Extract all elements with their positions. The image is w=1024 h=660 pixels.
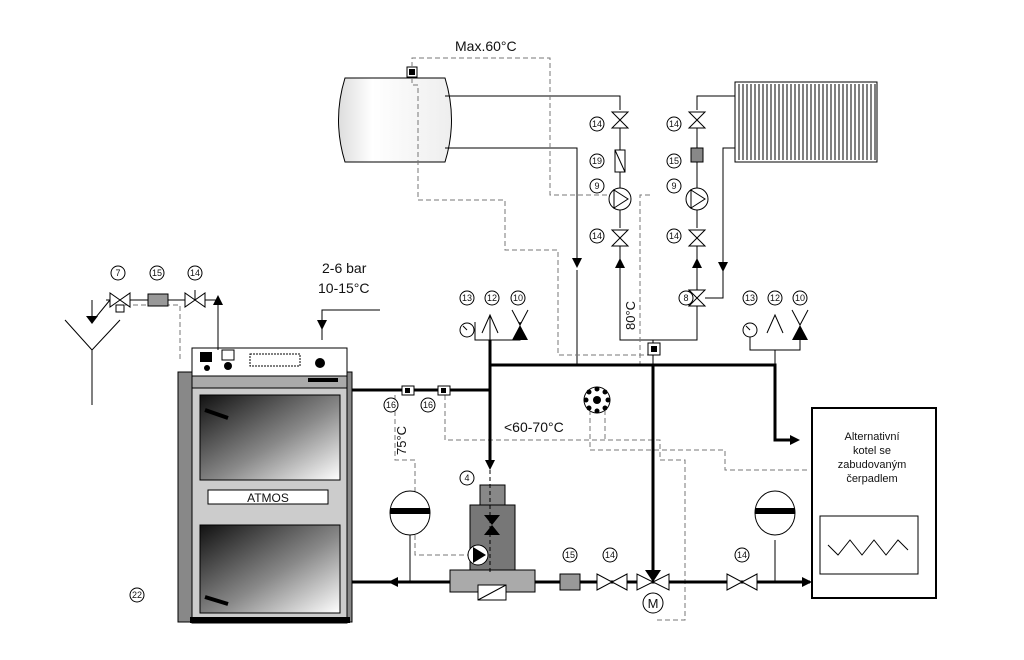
marker-12-a: 12 xyxy=(484,290,500,306)
svg-text:14: 14 xyxy=(669,231,679,241)
marker-16-b: 16 xyxy=(420,397,436,413)
svg-text:9: 9 xyxy=(594,181,599,191)
boiler-brand: ATMOS xyxy=(247,491,289,505)
svg-text:16: 16 xyxy=(386,400,396,410)
component-markers: 7 15 14 14 19 9 14 14 15 9 14 8 13 12 10… xyxy=(110,116,808,603)
svg-text:15: 15 xyxy=(152,268,162,278)
marker-7: 7 xyxy=(110,265,126,281)
tank-pipes xyxy=(445,95,735,365)
svg-text:14: 14 xyxy=(190,268,200,278)
svg-text:10: 10 xyxy=(795,293,805,303)
expansion-vessel-left xyxy=(389,490,431,536)
svg-text:12: 12 xyxy=(770,293,780,303)
svg-text:15: 15 xyxy=(669,156,679,166)
svg-text:8: 8 xyxy=(683,293,688,303)
radiator xyxy=(734,81,878,163)
expansion-pipes xyxy=(409,322,801,582)
svg-text:9: 9 xyxy=(671,181,676,191)
alt-boiler-text-2: kotel se xyxy=(853,445,891,457)
marker-15-top: 15 xyxy=(666,153,682,169)
marker-14-top-a: 14 xyxy=(589,116,605,132)
marker-8: 8 xyxy=(678,290,694,306)
marker-9-b: 9 xyxy=(666,178,682,194)
bottom-components xyxy=(559,570,758,614)
marker-19: 19 xyxy=(589,153,605,169)
temp-80-label: 80°C xyxy=(623,301,638,330)
marker-15-left: 15 xyxy=(149,265,165,281)
svg-text:14: 14 xyxy=(605,550,615,560)
svg-text:16: 16 xyxy=(423,400,433,410)
svg-text:12: 12 xyxy=(487,293,497,303)
marker-10-a: 10 xyxy=(510,290,526,306)
alt-boiler-text-4: čerpadlem xyxy=(846,473,897,485)
marker-22: 22 xyxy=(129,587,145,603)
alt-boiler-text-3: zabudovaným xyxy=(838,459,907,471)
main-pipes xyxy=(352,340,810,584)
pressure-label: 2-6 bar xyxy=(322,260,367,276)
marker-15-bottom: 15 xyxy=(562,547,578,563)
drain-arrow xyxy=(86,316,98,324)
inlet-temp-label: 10-15°C xyxy=(318,280,370,296)
alternative-boiler xyxy=(811,407,937,599)
inlet-arrow xyxy=(317,320,327,330)
pump-left xyxy=(608,187,632,211)
marker-14-mid-a: 14 xyxy=(589,228,605,244)
thermal-valve-parts xyxy=(109,290,206,313)
svg-text:14: 14 xyxy=(737,550,747,560)
safety-group-right xyxy=(742,309,809,340)
atmos-boiler xyxy=(177,347,353,624)
marker-14-bottom-a: 14 xyxy=(602,547,618,563)
svg-text:15: 15 xyxy=(565,550,575,560)
marker-14-mid-b: 14 xyxy=(666,228,682,244)
svg-text:22: 22 xyxy=(132,590,142,600)
sensor-box xyxy=(647,342,661,356)
marker-9-a: 9 xyxy=(589,178,605,194)
temp-75-label: 75°C xyxy=(394,426,409,455)
motor-label: M xyxy=(648,596,659,611)
boiler-sensors xyxy=(401,385,451,396)
marker-16-a: 16 xyxy=(383,397,399,413)
svg-text:13: 13 xyxy=(462,293,472,303)
expansion-vessel-right xyxy=(754,490,796,536)
svg-text:7: 7 xyxy=(115,268,120,278)
svg-text:14: 14 xyxy=(592,119,602,129)
pump-right xyxy=(685,187,709,211)
marker-10-b: 10 xyxy=(792,290,808,306)
svg-text:10: 10 xyxy=(513,293,523,303)
marker-14-top-b: 14 xyxy=(666,116,682,132)
cold-water-inlet xyxy=(217,305,380,350)
marker-14-left: 14 xyxy=(187,265,203,281)
svg-text:4: 4 xyxy=(464,473,469,483)
alt-boiler-text-1: Alternativní xyxy=(844,431,899,443)
room-thermostat xyxy=(583,386,611,414)
max-temp-label: Max.60°C xyxy=(455,38,517,54)
flow-arrows-top xyxy=(572,258,728,272)
svg-text:19: 19 xyxy=(592,156,602,166)
safety-group-left xyxy=(459,309,529,340)
check-valve xyxy=(614,149,626,173)
marker-4: 4 xyxy=(459,470,475,486)
marker-14-bottom-b: 14 xyxy=(734,547,750,563)
hot-water-tank xyxy=(338,66,452,163)
loading-unit xyxy=(449,470,536,601)
filter-top xyxy=(690,147,704,163)
svg-text:14: 14 xyxy=(592,231,602,241)
marker-12-b: 12 xyxy=(767,290,783,306)
temp-range-label: <60-70°C xyxy=(504,419,564,435)
upper-valves xyxy=(610,111,707,307)
svg-text:14: 14 xyxy=(669,119,679,129)
marker-13-a: 13 xyxy=(459,290,475,306)
main-pipe-arrows xyxy=(388,435,812,587)
marker-13-b: 13 xyxy=(742,290,758,306)
svg-text:13: 13 xyxy=(745,293,755,303)
